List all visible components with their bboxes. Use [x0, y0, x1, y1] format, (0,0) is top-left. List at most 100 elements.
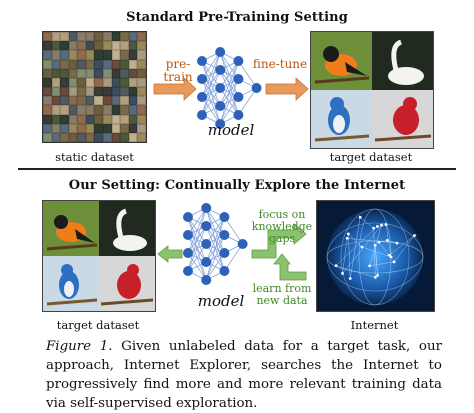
network-node [219, 230, 230, 240]
mosaic-tile [43, 59, 52, 69]
globe-link [369, 225, 382, 266]
network-edge [205, 234, 225, 281]
mosaic-tile [103, 96, 112, 106]
network-edge [205, 216, 225, 245]
globe-node [368, 264, 372, 268]
mosaic-tile [85, 132, 95, 142]
mosaic-tile [43, 96, 52, 106]
mosaic-tile [77, 41, 86, 51]
mosaic-tile [43, 123, 52, 133]
mosaic-tile [128, 105, 138, 115]
mosaic-tile [85, 77, 95, 87]
mosaic-tile [120, 77, 129, 87]
globe-node [346, 232, 350, 236]
figure-caption: Figure 1. Given unlabeled data for a tar… [46, 337, 442, 413]
globe-node [395, 241, 399, 245]
mosaic-tile [85, 123, 95, 133]
network-edge [201, 87, 221, 116]
mosaic-tile [94, 41, 104, 51]
globe-link [342, 238, 348, 274]
mosaic-tile [68, 41, 78, 51]
mosaic-tile [77, 123, 86, 133]
mosaic-tile [43, 132, 52, 142]
mosaic-tile [120, 32, 129, 42]
mosaic-tile [51, 132, 61, 142]
bottom-target-dataset-images [42, 200, 156, 312]
internet-label: Internet [350, 318, 399, 332]
mosaic-tile [111, 114, 121, 124]
network-edge [205, 252, 225, 281]
network-node [183, 248, 193, 258]
internet-globe-image [316, 200, 435, 312]
globe-link [348, 233, 363, 248]
top-section-title: Standard Pre-Training Setting [126, 10, 348, 25]
mosaic-tile [77, 96, 86, 106]
mosaic-tile [51, 68, 61, 78]
mosaic-tile [128, 59, 138, 69]
mosaic-tile [51, 96, 61, 106]
network-edge [205, 216, 225, 263]
top-network-diagram [153, 47, 309, 129]
mosaic-tile [51, 77, 61, 87]
network-links [334, 215, 416, 280]
globe-link [359, 217, 374, 229]
network-node [219, 212, 230, 222]
mosaic-tile [94, 32, 104, 42]
static-dataset-mosaic [42, 31, 147, 143]
network-node [215, 119, 226, 129]
mosaic-tile [85, 50, 95, 60]
mosaic-tile [94, 77, 104, 87]
mosaic-tile [60, 32, 69, 42]
globe-node [375, 225, 379, 228]
globe-node [341, 271, 344, 275]
mosaic-tile [137, 50, 146, 60]
mosaic-tile [94, 105, 104, 115]
mosaic-tile [137, 114, 146, 124]
figure-number: Figure 1. [46, 339, 113, 354]
mosaic-tile [85, 32, 95, 42]
mosaic-tile [51, 59, 61, 69]
globe-sphere [327, 209, 423, 305]
mosaic-tile [128, 87, 138, 97]
learn-arrow [273, 253, 307, 281]
static-dataset-label: static dataset [55, 150, 134, 164]
mosaic-tile [94, 50, 104, 60]
network-node [197, 110, 207, 120]
globe-link [393, 235, 415, 262]
mosaic-tile [111, 50, 121, 60]
finetune-arrow [265, 77, 309, 101]
mosaic-tile [68, 123, 78, 133]
mosaic-tile [128, 132, 138, 142]
network-node [201, 275, 212, 285]
mosaic-tile [77, 50, 86, 60]
mosaic-tile [137, 123, 146, 133]
mosaic-tile [94, 59, 104, 69]
mosaic-tile [43, 41, 52, 51]
mosaic-tile [85, 105, 95, 115]
mosaic-tile [77, 59, 86, 69]
mosaic-tile [77, 114, 86, 124]
mosaic-tile [128, 50, 138, 60]
mosaic-tile [77, 105, 86, 115]
mosaic-tile [94, 87, 104, 97]
mosaic-tile [51, 105, 61, 115]
globe-link [377, 224, 387, 227]
globe-link [335, 226, 378, 266]
top-model-label: model [207, 121, 255, 139]
globe-link [373, 228, 376, 278]
mosaic-tile [60, 77, 69, 87]
mosaic-tile [85, 68, 95, 78]
globe-node [345, 236, 349, 240]
focus-label-line2: knowledge gaps [251, 220, 313, 245]
left-green-arrow [157, 245, 183, 263]
mosaic-tile [94, 123, 104, 133]
top-target-dataset-images [310, 31, 434, 149]
globe-link [348, 233, 351, 279]
mosaic-tile [120, 132, 129, 142]
mosaic-tile [43, 68, 52, 78]
focus-label: focus on knowledge gaps [250, 209, 314, 245]
globe-node [385, 238, 389, 242]
mosaic-tile [68, 96, 78, 106]
mosaic-tile [60, 105, 69, 115]
bottom-model-label: model [197, 292, 245, 310]
